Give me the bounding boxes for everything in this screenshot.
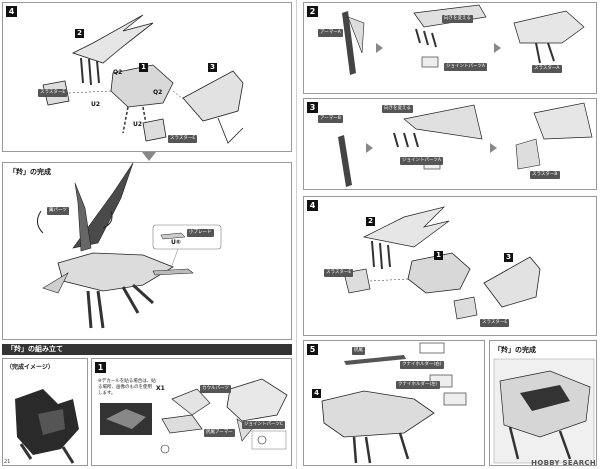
label-turn: 向きを変える [442,15,473,23]
completed-model-closeup [493,358,595,464]
part-number-3: 3 [208,63,217,72]
page-number: 21 [4,459,11,465]
assembly-section-band: 「羚」の組み立て [2,344,292,355]
uq-label: Q2 [153,89,163,96]
step-number: 1 [95,362,106,373]
completed-model-drawing [37,163,222,329]
label-thruster-e: スラスターE [168,135,198,143]
step-number: 4 [6,6,17,17]
uq-label: U2 [133,121,143,128]
step1-drawing [100,378,288,454]
flow-arrow [490,143,497,153]
part-number-1: 1 [139,63,148,72]
completion-image-photo [15,389,79,464]
step-number: 5 [307,344,318,355]
step3-drawing [338,102,593,187]
part-number-4: 4 [312,389,321,398]
label-joint-a: ジョイントパーツA [444,63,487,71]
label-small-blade: 小ブレード [187,229,214,237]
step5-drawing [321,342,467,464]
right-step2-panel: 2 アーマーA 向きを変える ジョイントパーツA スラスターA [303,2,597,94]
label-holder-right: クナイホルダー(右) [400,361,444,369]
right-step5-panel: 5 4 尻尾 クナイホルダー(右) クナイホルダー(左) [303,340,485,466]
right-step3-panel: 3 アーマーB 向きを変える ジョイントパーツA スラスターB [303,98,597,190]
uq-label: U2 [91,101,101,108]
label-armor-b: アーマーB [318,115,343,123]
part-number-3: 3 [504,253,513,262]
label-thruster-e: スラスターE [38,89,68,97]
right-step4-panel: 4 2 1 3 スラスターE スラスターE [303,196,597,336]
decal-note: ※デカールを貼る場合は、貼る場所、画像のものを使用します。 [98,379,156,396]
label-tail-armor: 尻尾アーマー [204,429,235,437]
label-joint-a: ジョイントパーツA [400,157,443,165]
left-completion-panel: 「羚」の完成 翼パーツ 小ブレード U⑤ [2,162,292,340]
image-title: （完成イメージ） [6,364,54,371]
label-joint-c: ジョイントパーツC [242,421,286,429]
flow-arrow [366,143,373,153]
step4-assembly-drawing [42,14,244,144]
completion-image-panel: （完成イメージ） [2,358,88,466]
step-number: 3 [307,102,318,113]
part-number-2: 2 [366,217,375,226]
label-thruster-e: スラスターE [324,269,354,277]
label-cowl: カウルパーツ [200,385,231,393]
label-wing: 翼パーツ [47,207,69,215]
label-holder-left: クナイホルダー(左) [396,381,440,389]
count-label: X1 [156,385,165,392]
step-number: 2 [307,6,318,17]
flow-arrow [494,43,501,53]
flow-arrow [376,43,383,53]
completion-title: 「羚」の完成 [9,168,51,176]
left-step1-panel: 1 ※デカールを貼る場合は、貼る場所、画像のものを使用します。 X1 カウルパー… [91,358,292,466]
callout-code: U⑤ [171,239,181,246]
watermark: HOBBY SEARCH [531,459,596,467]
label-turn: 向きを変える [382,105,413,113]
down-arrow [142,152,156,161]
left-step4-panel: 4 2 1 3 Q2 U2 Q2 U2 スラスターE スラスターE [2,2,292,152]
completion-title: 「羚」の完成 [494,346,536,354]
label-armor-a: アーマーA [318,29,343,37]
right-completion-panel: 「羚」の完成 [489,340,597,466]
label-thruster-e: スラスターE [480,319,510,327]
step-number: 4 [307,200,318,211]
label-tail: 尻尾 [352,347,365,355]
part-number-2: 2 [75,29,84,38]
part-number-1: 1 [434,251,443,260]
right-step4-drawing [343,206,541,320]
right-page: 2 アーマーA 向きを変える ジョイントパーツA スラスターA 3 ア [299,0,600,469]
label-thruster-b: スラスターB [530,171,560,179]
left-page: 4 2 1 3 Q2 U2 Q2 U2 スラスターE スラスターE [0,0,297,469]
uq-label: Q2 [113,69,123,76]
label-thruster-a: スラスターA [532,65,562,73]
